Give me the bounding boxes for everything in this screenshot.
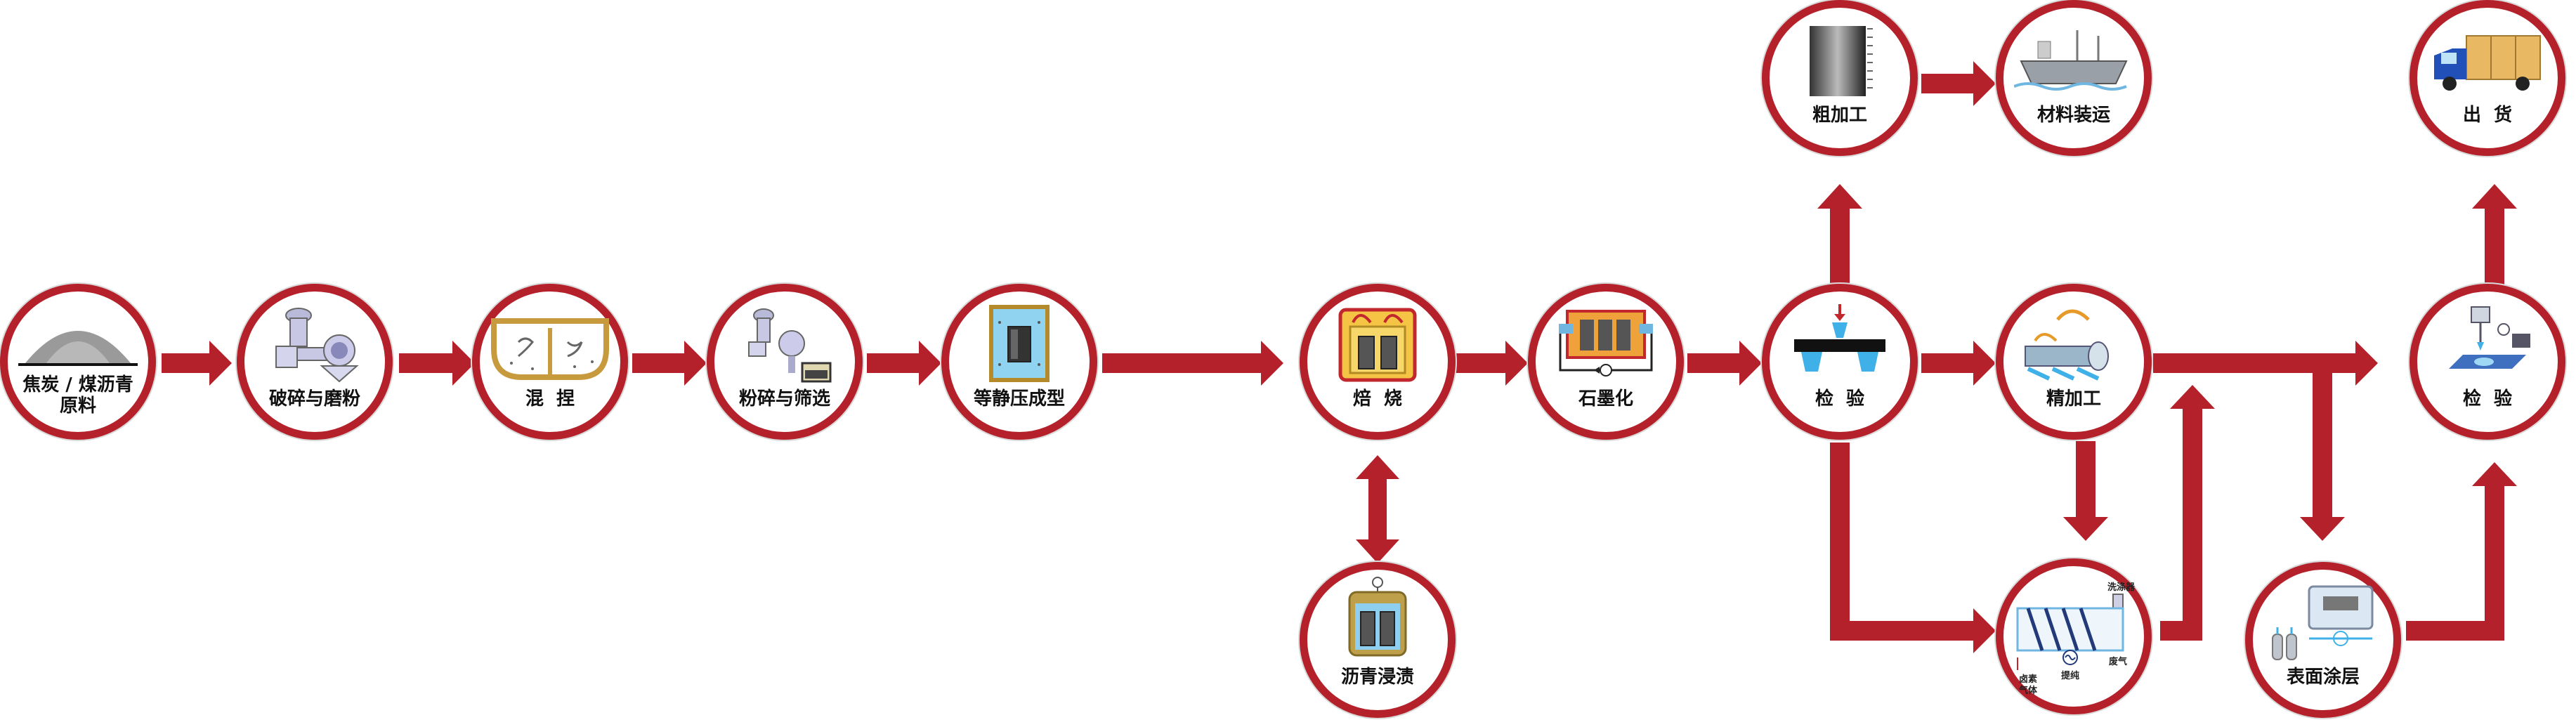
arrow-coating-to-inspect2 bbox=[2406, 462, 2517, 641]
label-halogen-gas-1: 卤素 bbox=[2019, 674, 2037, 685]
node-label-knead: 混 捏 bbox=[525, 388, 575, 410]
node-label-crush-sieve: 粉碎与筛选 bbox=[738, 388, 830, 410]
sieve-machine-icon bbox=[748, 308, 832, 383]
node-label-deliver: 出 货 bbox=[2462, 105, 2513, 126]
kneading-mixer-icon bbox=[491, 318, 609, 380]
node-label-coating: 表面涂层 bbox=[2286, 667, 2360, 688]
node-label-raw: 焦炭 / 煤沥青 原料 bbox=[22, 374, 133, 417]
delivery-truck-icon bbox=[2434, 35, 2541, 91]
node-inspect-2: 检 验 bbox=[2410, 284, 2565, 440]
coating-chamber-icon bbox=[2272, 585, 2374, 660]
arrow-inspect2-to-deliver bbox=[2472, 184, 2517, 284]
arrow-inspect-to-purify bbox=[1830, 443, 1996, 653]
label-exhaust: 废气 bbox=[2109, 656, 2127, 667]
arrow-finish-to-inspect2 bbox=[2153, 341, 2378, 386]
arrow-bake-to-graphitize bbox=[1453, 341, 1528, 386]
material-pile-icon bbox=[18, 331, 138, 366]
node-purification: 洗涤器 卤素 气体 提纯 废气 bbox=[1996, 558, 2152, 714]
arrow-inspect-to-rough bbox=[1817, 184, 1862, 284]
node-crush-grind: 破碎与磨粉 bbox=[237, 284, 393, 440]
node-raw-material: 焦炭 / 煤沥青 原料 bbox=[0, 284, 156, 440]
arrow-crush-to-knead bbox=[399, 341, 475, 386]
arrow-purify-to-line bbox=[2160, 385, 2215, 641]
node-label-rough: 粗加工 bbox=[1812, 105, 1867, 126]
node-label-ship: 材料装运 bbox=[2036, 105, 2110, 126]
arrow-finish-to-purify bbox=[2063, 441, 2108, 541]
arrow-graphitize-to-inspect bbox=[1687, 341, 1762, 386]
node-finish-machining: 精加工 bbox=[1996, 284, 2152, 440]
crusher-grinder-icon bbox=[275, 308, 359, 383]
node-knead: 混 捏 bbox=[472, 284, 628, 440]
arrow-line-to-coating bbox=[2300, 363, 2345, 541]
arrow-bake-impregnate bbox=[1356, 455, 1399, 563]
inspection-probe-icon bbox=[1794, 304, 1885, 372]
arrow-rough-to-ship bbox=[1921, 61, 1996, 106]
cargo-ship-icon bbox=[2014, 30, 2128, 91]
flow-arrows bbox=[162, 61, 2517, 653]
node-label-inspect-2: 检 验 bbox=[2462, 388, 2513, 410]
node-label-inspect-1: 检 验 bbox=[1815, 388, 1865, 410]
arrow-raw-to-crush bbox=[162, 341, 232, 386]
node-label-graphitize: 石墨化 bbox=[1578, 388, 1633, 410]
pitch-impregnation-tank-icon bbox=[1348, 577, 1407, 657]
node-label-impregnate: 沥青浸渍 bbox=[1340, 667, 1414, 688]
arrow-isostatic-to-bake bbox=[1102, 341, 1283, 386]
lathe-machining-icon bbox=[2025, 309, 2109, 381]
node-isostatic: 等静压成型 bbox=[941, 284, 1097, 440]
node-ship-material: 材料装运 bbox=[1996, 0, 2152, 156]
label-washer: 洗涤器 bbox=[2107, 582, 2136, 593]
purification-apparatus-icon: 洗涤器 卤素 气体 提纯 废气 bbox=[2016, 582, 2136, 696]
arrow-inspect-to-finish bbox=[1921, 341, 1996, 386]
node-label-crush-grind: 破碎与磨粉 bbox=[268, 388, 360, 410]
label-halogen-gas-2: 气体 bbox=[2019, 685, 2038, 696]
isostatic-press-icon bbox=[989, 305, 1050, 382]
node-inspect-1: 检 验 bbox=[1762, 284, 1918, 440]
node-label-finish: 精加工 bbox=[2046, 388, 2101, 410]
node-impregnate: 沥青浸渍 bbox=[1300, 562, 1456, 718]
arrow-sieve-to-isostatic bbox=[867, 341, 941, 386]
node-label-isostatic: 等静压成型 bbox=[973, 388, 1065, 410]
final-inspection-icon bbox=[2449, 306, 2530, 369]
node-surface-coating: 表面涂层 bbox=[2245, 562, 2401, 718]
graphitization-furnace-icon bbox=[1559, 310, 1653, 376]
node-bake: 焙 烧 bbox=[1300, 284, 1456, 440]
label-purify: 提纯 bbox=[2061, 670, 2079, 681]
baking-furnace-icon bbox=[1338, 308, 1417, 382]
node-crush-sieve: 粉碎与筛选 bbox=[707, 284, 863, 440]
arrow-knead-to-sieve bbox=[632, 341, 707, 386]
node-deliver: 出 货 bbox=[2410, 0, 2565, 156]
rough-machining-block-icon bbox=[1810, 26, 1873, 96]
node-graphitize: 石墨化 bbox=[1528, 284, 1684, 440]
node-label-bake: 焙 烧 bbox=[1352, 388, 1403, 410]
node-rough-machining: 粗加工 bbox=[1762, 0, 1918, 156]
